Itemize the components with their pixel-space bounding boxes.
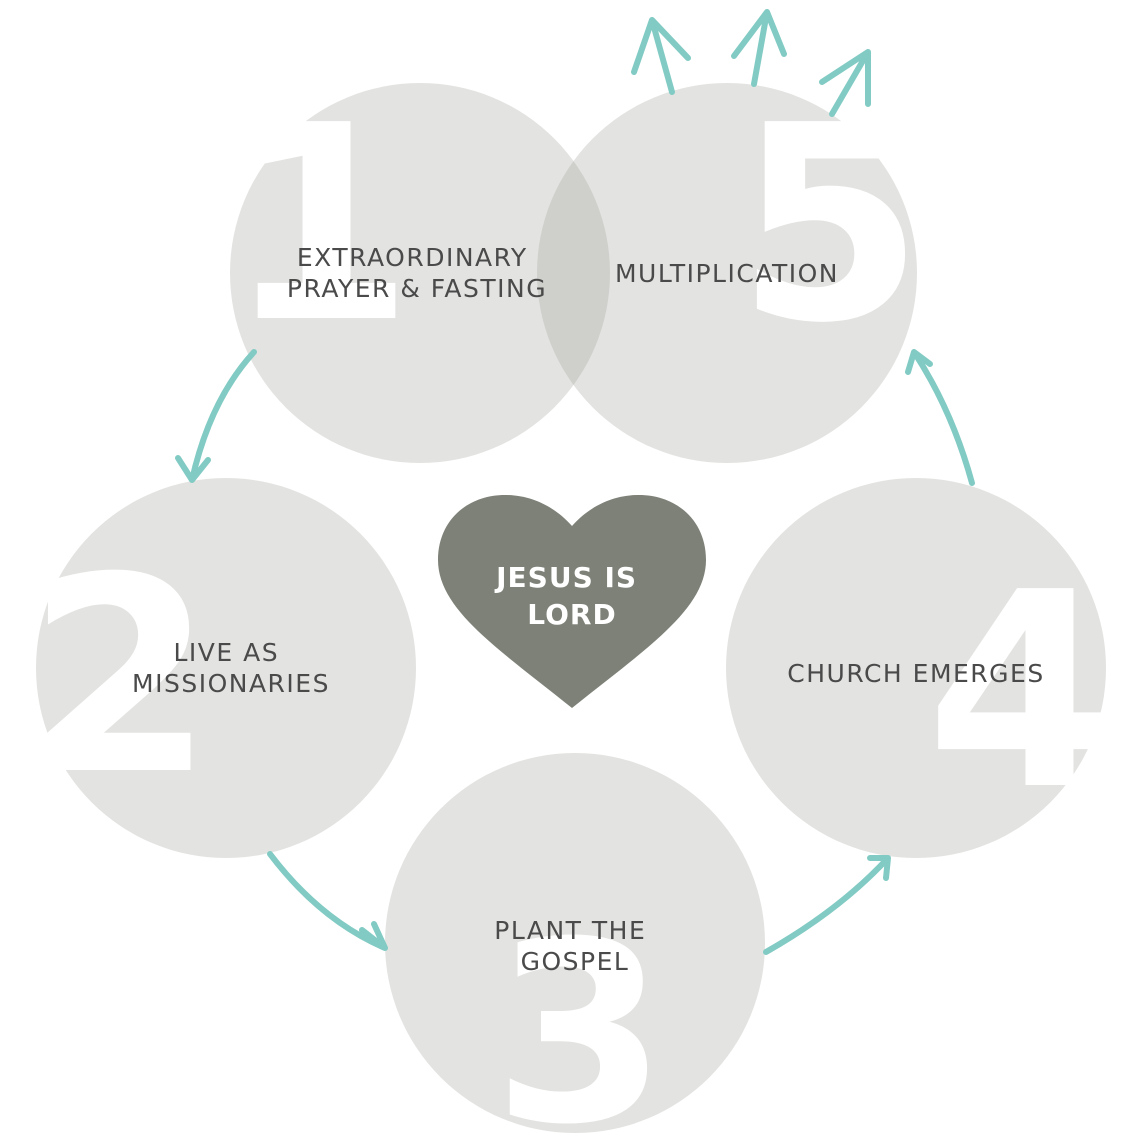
step-4-label: CHURCH EMERGES [787, 659, 1044, 688]
arrow-4-to-5 [905, 349, 975, 486]
step-2-label-line-2: MISSIONARIES [132, 669, 330, 698]
step-2-label-line-1: LIVE AS [173, 638, 279, 667]
step-5-circle [537, 83, 917, 463]
multiply-arrow-right [819, 49, 871, 117]
center-label-line-2: LORD [527, 598, 616, 631]
multiply-arrow-middle [731, 9, 787, 87]
multiply-arrow-left [631, 17, 691, 95]
center-label-line-1: JESUS IS [494, 561, 637, 594]
step-3-number: 3 [493, 888, 667, 1143]
arrow-3-to-4 [763, 855, 891, 955]
step-4-label-line-1: CHURCH EMERGES [787, 659, 1044, 688]
step-2-number: 2 [26, 519, 214, 834]
center-label: JESUS IS LORD [494, 561, 648, 631]
step-4-circle [726, 478, 1106, 858]
step-3-label-line-1: PLANT THE [494, 916, 646, 945]
step-1-number: 1 [226, 67, 414, 382]
step-1-label-line-1: EXTRAORDINARY [297, 243, 528, 272]
step-5-number: 5 [736, 67, 924, 382]
step-5-label-line-1: MULTIPLICATION [615, 259, 839, 288]
arrow-1-to-2 [175, 349, 257, 483]
heart-icon [438, 495, 706, 708]
step-3-label-line-2: GOSPEL [521, 947, 630, 976]
step-2-circle [36, 478, 416, 858]
step-2-label: LIVE AS MISSIONARIES [132, 638, 330, 698]
step-4-number: 4 [926, 534, 1114, 849]
step-3-label: PLANT THE GOSPEL [494, 916, 655, 976]
step-1-label-line-2: PRAYER & FASTING [287, 274, 547, 303]
arrow-2-to-3 [267, 851, 388, 951]
step-1-label: EXTRAORDINARY PRAYER & FASTING [287, 243, 547, 303]
step-3-circle [385, 753, 765, 1133]
step-1-circle [230, 83, 610, 463]
step-5-label: MULTIPLICATION [615, 259, 839, 288]
